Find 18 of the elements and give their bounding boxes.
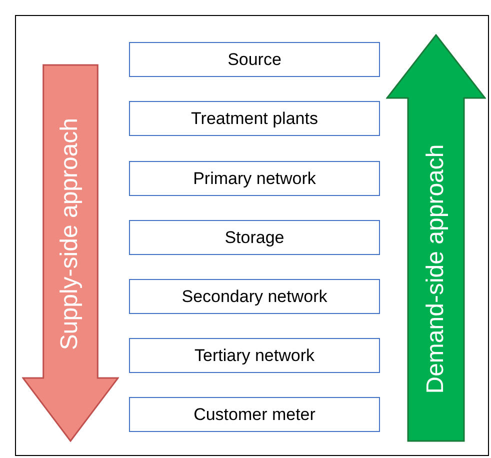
- stage-label: Secondary network: [182, 286, 328, 306]
- stage-box: [129, 101, 380, 136]
- stage-label: Primary network: [193, 168, 316, 188]
- up-arrow: [386, 34, 486, 442]
- stage-box: [129, 397, 380, 432]
- arrow-label: Supply-side approach: [56, 118, 84, 350]
- stage-label: Tertiary network: [194, 346, 314, 366]
- stage-label: Source: [228, 50, 282, 70]
- stage-box: [129, 279, 380, 314]
- stage-label: Treatment plants: [191, 108, 318, 128]
- arrow-label: Demand-side approach: [422, 144, 450, 394]
- stage-box: [129, 161, 380, 196]
- stage-box: [129, 220, 380, 255]
- stage-label: Storage: [224, 228, 284, 248]
- stage-box: [129, 42, 380, 77]
- stage-label: Customer meter: [194, 404, 316, 424]
- down-arrow: [22, 64, 119, 442]
- stage-box: [129, 338, 380, 373]
